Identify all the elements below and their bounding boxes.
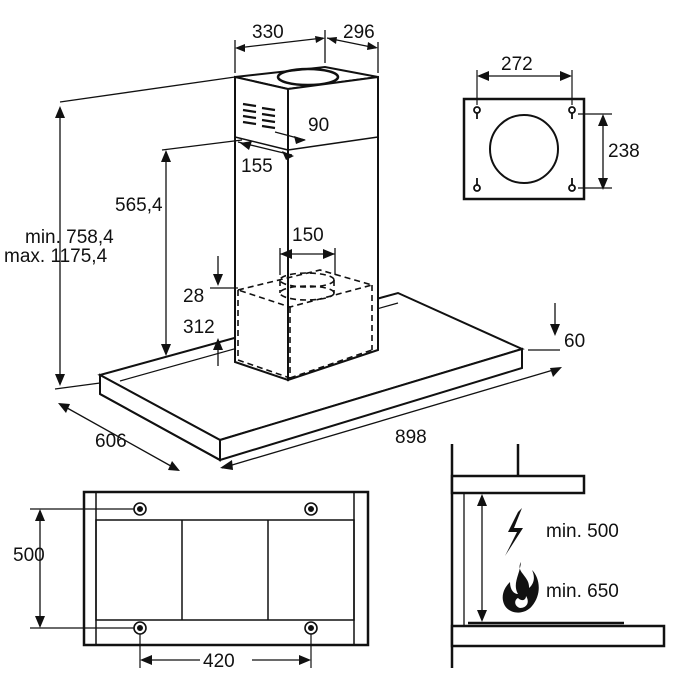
label-bracket-height: 238 — [608, 141, 640, 162]
label-duct-diameter: 150 — [292, 225, 324, 246]
label-chimney-width: 330 — [252, 22, 284, 43]
label-total-height-min: min. 758,4 — [25, 227, 114, 248]
label-clearance-gas: min. 650 — [546, 581, 619, 602]
flame-icon — [502, 562, 539, 613]
label-canopy-depth: 606 — [95, 431, 127, 452]
label-bracket-width: 272 — [501, 54, 533, 75]
label-total-height-max: max. 1175,4 — [4, 246, 108, 267]
underside-arrowheads — [35, 509, 311, 665]
motor-box-hidden — [235, 269, 375, 379]
bracket-screw-slots — [473, 106, 576, 192]
label-mount-depth: 500 — [13, 545, 45, 566]
underside-view — [30, 490, 370, 668]
label-mount-width: 420 — [203, 651, 235, 671]
main-arrowheads — [55, 36, 562, 471]
label-motor-top-gap: 28 — [183, 286, 204, 307]
lightning-bolt-icon — [505, 508, 523, 556]
bracket-arrowheads — [477, 71, 608, 190]
chimney-side-face — [287, 75, 379, 382]
label-canopy-width: 898 — [395, 427, 427, 448]
clearance-view — [450, 444, 666, 668]
label-upper-vent-offset: 90 — [308, 115, 329, 136]
label-canopy-thickness: 60 — [564, 331, 585, 352]
underside-outer — [82, 490, 370, 647]
chimney-duct-opening — [276, 67, 340, 87]
clearance-hood — [450, 474, 586, 495]
label-chimney-drop: 565,4 — [115, 195, 163, 216]
bracket-duct-hole — [489, 114, 559, 184]
canopy-side-face — [219, 347, 523, 462]
clearance-cooktop — [450, 624, 666, 648]
ceiling-bracket-view — [462, 70, 612, 201]
label-chimney-depth: 296 — [343, 22, 375, 43]
chimney-vent-slots — [242, 102, 276, 130]
hood-isometric-view — [97, 65, 525, 462]
mounting-holes — [133, 502, 318, 635]
clearance-arrowheads — [477, 494, 487, 622]
label-clearance-electric: min. 500 — [546, 521, 619, 542]
label-upper-vent-depth: 155 — [241, 156, 273, 177]
underside-inner — [95, 519, 355, 621]
label-motor-height: 312 — [183, 317, 215, 338]
